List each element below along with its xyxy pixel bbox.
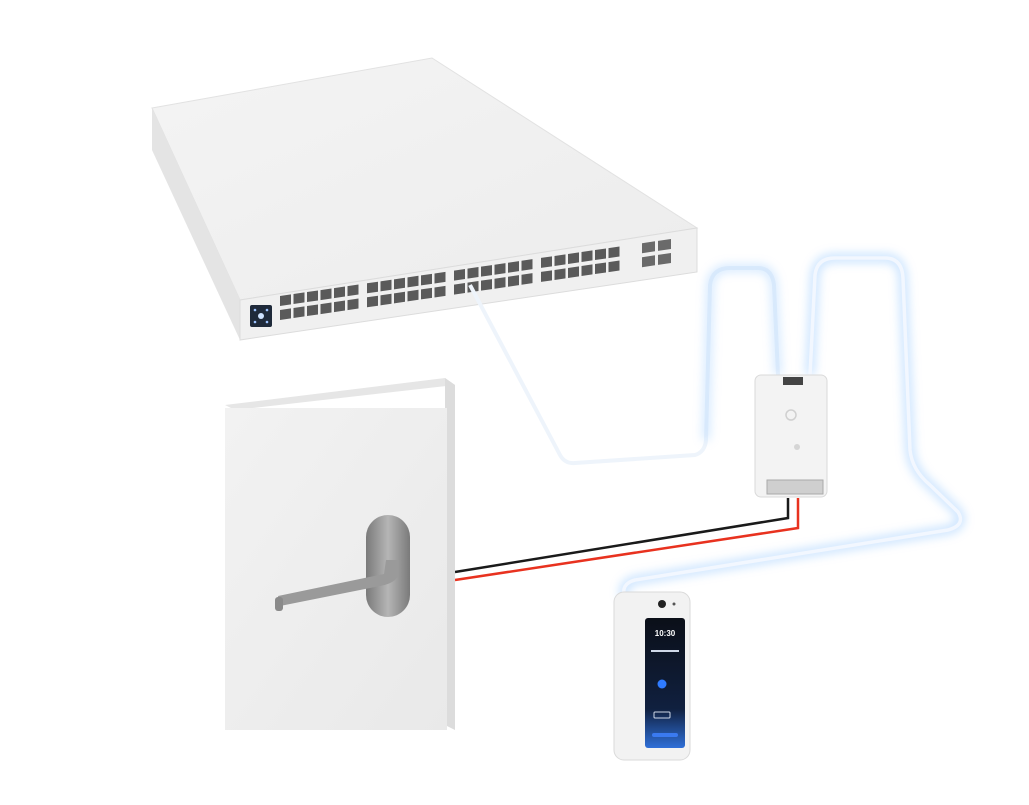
switch-port: [421, 287, 432, 300]
switch-port: [380, 279, 392, 292]
access-hub: [754, 374, 828, 498]
switch-port: [394, 291, 405, 304]
hub-logo-icon: [785, 409, 797, 421]
reader-unlock-icon: [657, 679, 667, 689]
switch-port: [434, 285, 446, 298]
switch-port: [307, 290, 318, 303]
switch-sfp-port: [658, 238, 671, 251]
switch-port: [367, 281, 378, 294]
switch-port: [608, 246, 620, 259]
switch-port: [541, 256, 552, 268]
switch-port: [347, 298, 359, 311]
reader-time: 10:30: [655, 629, 676, 638]
door-handle-icon: [275, 515, 410, 617]
switch-sfp-port: [642, 241, 655, 254]
switch-port: [334, 300, 345, 313]
switch-port: [434, 271, 446, 284]
switch-port: [541, 270, 552, 282]
door: [225, 378, 455, 730]
switch-port: [521, 259, 533, 271]
switch-port: [320, 288, 332, 301]
switch-port: [494, 263, 506, 275]
switch-port: [334, 286, 345, 299]
switch-port: [554, 254, 566, 266]
lock-power-wires: [454, 498, 800, 582]
switch-port: [494, 277, 506, 289]
switch-sfp-port: [642, 255, 655, 268]
switch-port: [608, 260, 620, 273]
switch-port: [508, 261, 519, 273]
switch-port: [581, 250, 593, 263]
switch-port: [568, 252, 579, 264]
switch-port: [394, 277, 405, 290]
network-switch: [151, 57, 699, 341]
switch-port: [554, 268, 566, 280]
switch-sfp-port: [658, 252, 671, 265]
switch-port: [581, 264, 593, 277]
switch-port: [367, 295, 378, 308]
switch-port: [407, 289, 419, 302]
switch-port: [347, 284, 359, 297]
switch-port: [595, 262, 606, 275]
switch-port-panel: [280, 238, 671, 320]
switch-port: [454, 269, 465, 281]
switch-port: [481, 279, 492, 291]
switch-port: [421, 273, 432, 286]
switch-port: [280, 294, 291, 306]
door-face: [225, 408, 447, 730]
switch-port: [407, 275, 419, 288]
switch-port: [521, 273, 533, 285]
switch-display-panel: [250, 305, 272, 327]
ethernet-cable-hub-to-reader: [619, 254, 965, 600]
switch-port: [307, 304, 318, 317]
switch-port: [380, 293, 392, 306]
switch-port: [280, 308, 291, 320]
switch-left-face: [152, 108, 240, 340]
switch-port: [293, 292, 305, 305]
access-reader: 10:30: [613, 591, 691, 761]
switch-port: [595, 248, 606, 261]
switch-port: [293, 306, 305, 319]
hub-terminal-block: [766, 479, 824, 495]
switch-port: [320, 302, 332, 315]
switch-port: [454, 283, 465, 295]
switch-port: [568, 266, 579, 278]
switch-port: [481, 265, 492, 277]
reader-camera-icon: [658, 600, 666, 608]
switch-port: [508, 275, 519, 287]
switch-port: [467, 267, 479, 279]
